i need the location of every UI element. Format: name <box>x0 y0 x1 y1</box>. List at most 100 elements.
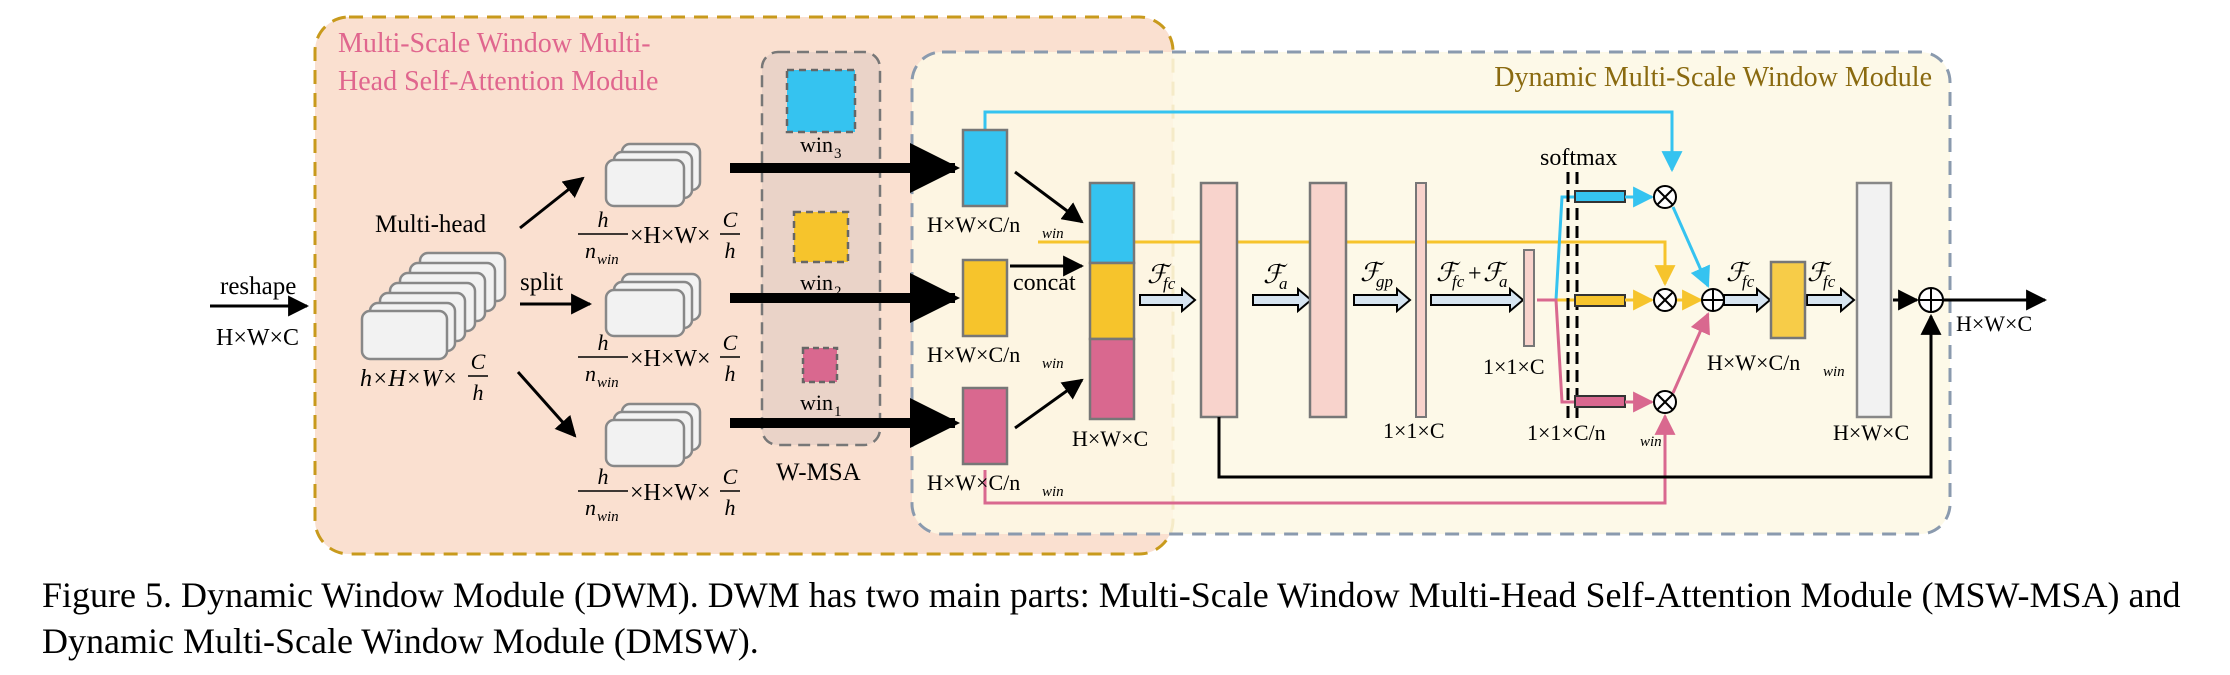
dmsw-module-box <box>910 50 1952 536</box>
feature-pink-dim: H×W×C/n <box>927 470 1020 495</box>
win2-label: win <box>800 270 833 295</box>
sum-node <box>1701 288 1725 312</box>
weight-bar-pink <box>1574 395 1626 408</box>
svg-text:n: n <box>585 495 596 520</box>
svg-text:n: n <box>585 361 596 386</box>
svg-text:win: win <box>597 509 619 525</box>
svg-text:1: 1 <box>834 404 842 420</box>
svg-text:win: win <box>597 252 619 268</box>
split-label: split <box>520 269 563 296</box>
softmax-label: softmax <box>1540 145 1617 171</box>
concat-dim: H×W×C <box>1072 426 1148 451</box>
reshape-label: reshape <box>220 273 296 300</box>
pink-bypass-line <box>983 413 1676 505</box>
svg-text:win: win <box>1042 484 1064 500</box>
gp-dim: 1×1×C <box>1383 418 1445 443</box>
svg-text:×H×W×: ×H×W× <box>630 346 711 372</box>
figure-caption: Figure 5. Dynamic Window Module (DWM). D… <box>42 575 2181 661</box>
svg-text:win: win <box>1042 356 1064 372</box>
feature-pink <box>961 386 1009 466</box>
svg-text:+: + <box>1468 261 1482 287</box>
to-concat-top <box>1014 170 1084 224</box>
svg-text:×H×W×: ×H×W× <box>630 480 711 506</box>
split-dim-bottom: h n win ×H×W× C h <box>578 464 740 525</box>
split-stack-top <box>604 142 702 208</box>
svg-text:h: h <box>598 207 609 232</box>
svg-text:fc: fc <box>1823 272 1836 291</box>
yellow-bypass-line <box>1038 240 1676 287</box>
hollow-arrows <box>1139 286 1856 314</box>
win1-square <box>801 346 839 384</box>
multi-head-label: Multi-head <box>375 211 487 238</box>
output-sum-node <box>1918 287 1944 313</box>
win2-square <box>792 210 850 264</box>
fused-block <box>1769 260 1807 340</box>
fa-block <box>1308 181 1348 419</box>
svg-text:h: h <box>598 330 609 355</box>
svg-text:fc: fc <box>1452 272 1465 291</box>
head-dim-den: h <box>473 380 484 405</box>
svg-text:C: C <box>723 330 738 355</box>
concat-yellow <box>1088 261 1136 341</box>
svg-text:h: h <box>725 495 736 520</box>
svg-text:win: win <box>1042 226 1064 242</box>
split-dim-mid: h n win ×H×W× C h <box>578 330 740 391</box>
softmax-dim: 1×1×C/n <box>1527 420 1606 445</box>
svg-text:fc: fc <box>1163 274 1176 293</box>
fc-block-1 <box>1199 181 1239 419</box>
label-fa: ℱ a <box>1263 260 1288 293</box>
mswmsa-title-line2: Head Self-Attention Module <box>338 66 658 97</box>
input-dim-label: H×W×C <box>216 325 299 351</box>
weight-bar-blue <box>1574 190 1626 203</box>
head-dim-num: C <box>471 349 486 374</box>
svg-text:win: win <box>597 375 619 391</box>
feature-yellow <box>961 258 1009 338</box>
split-dim-top: h n win ×H×W× C h <box>578 207 740 268</box>
multiply-node-yellow <box>1653 288 1677 312</box>
concat-label: concat <box>1013 270 1076 296</box>
win3-square <box>785 68 857 134</box>
dwm-diagram: Multi-Scale Window Multi- Head Self-Atte… <box>210 15 2048 556</box>
svg-text:C: C <box>723 464 738 489</box>
concat-blue <box>1088 181 1136 265</box>
svg-text:win: win <box>1823 364 1845 380</box>
split-stack-bottom <box>604 402 702 468</box>
fc-fa-dim: 1×1×C <box>1483 354 1545 379</box>
svg-text:gp: gp <box>1376 272 1393 291</box>
svg-text:3: 3 <box>834 146 842 162</box>
label-ffc-plus-fa: ℱ fc + ℱ a <box>1436 258 1508 291</box>
svg-text:×H×W×: ×H×W× <box>630 223 711 249</box>
weight-bar-yellow <box>1574 294 1626 307</box>
feature-blue <box>961 128 1009 208</box>
svg-text:C: C <box>723 207 738 232</box>
win1-label: win <box>800 390 833 415</box>
output-dim: H×W×C <box>1956 311 2032 336</box>
gp-block <box>1415 182 1427 418</box>
fused-dim: H×W×C/n <box>1707 350 1800 375</box>
fc-out-block <box>1855 181 1893 419</box>
label-ffc-1: ℱ fc <box>1147 260 1176 293</box>
split-arrow-down <box>516 371 577 438</box>
svg-text:win: win <box>1640 434 1662 450</box>
svg-text:a: a <box>1279 274 1288 293</box>
feature-yellow-dim: H×W×C/n <box>927 342 1020 367</box>
svg-text:h: h <box>598 464 609 489</box>
svg-text:2: 2 <box>834 284 842 300</box>
mswmsa-title-line1: Multi-Scale Window Multi- <box>338 28 651 59</box>
residual-line <box>1217 313 1942 479</box>
dmsw-title: Dynamic Multi-Scale Window Module <box>1494 62 1932 93</box>
multi-head-stack <box>360 251 507 361</box>
svg-text:h: h <box>725 361 736 386</box>
blue-bypass-line <box>983 110 1683 173</box>
svg-text:a: a <box>1499 272 1508 291</box>
split-arrow-up <box>519 176 585 230</box>
win3-label: win <box>800 132 833 157</box>
wmsa-label: W-MSA <box>776 459 861 486</box>
fc-out-dim: H×W×C <box>1833 420 1909 445</box>
feature-blue-dim: H×W×C/n <box>927 212 1020 237</box>
split-stack-mid <box>604 272 702 338</box>
svg-text:h: h <box>725 238 736 263</box>
multiply-node-pink <box>1653 390 1677 414</box>
concat-pink <box>1088 337 1136 421</box>
to-concat-bottom <box>1014 378 1084 430</box>
